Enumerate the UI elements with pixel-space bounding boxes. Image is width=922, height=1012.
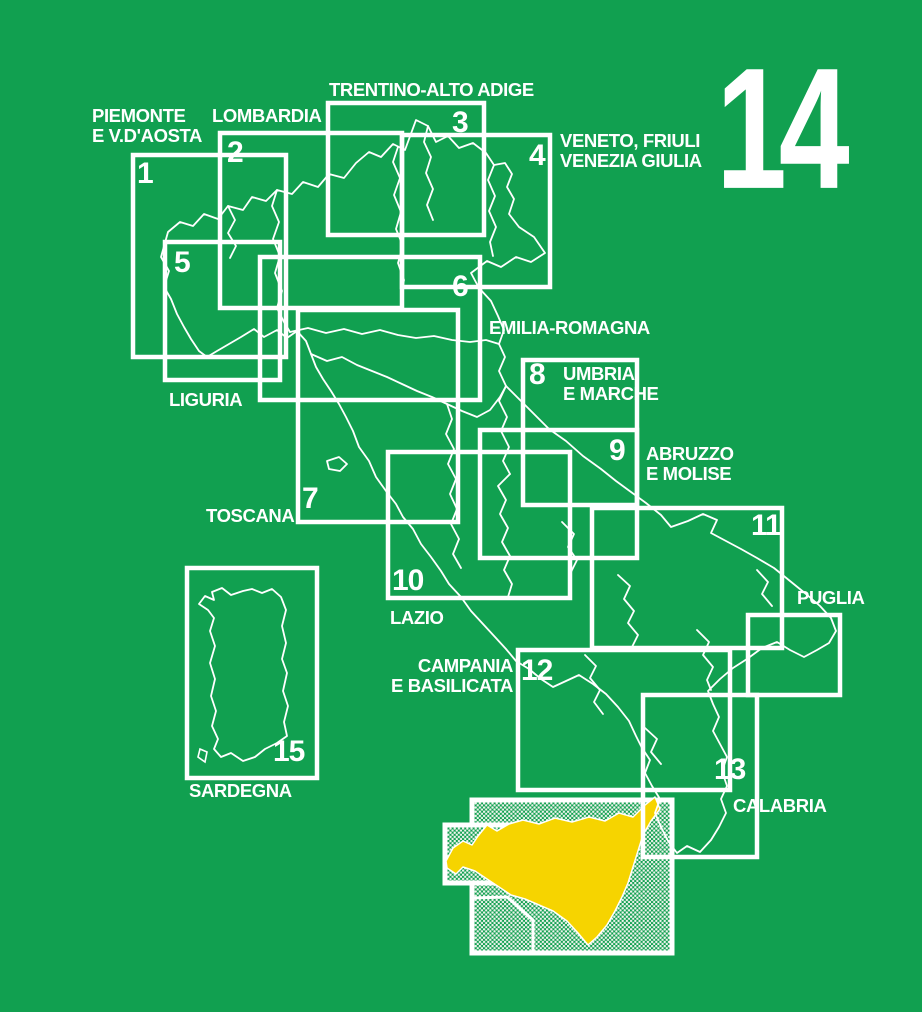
sicily-shape bbox=[445, 796, 661, 946]
region-label-line: TRENTINO-ALTO ADIGE bbox=[329, 79, 534, 100]
sheet-number-2: 2 bbox=[227, 136, 244, 169]
region-label-lazio: LAZIO bbox=[390, 608, 444, 628]
sheet-rect-9 bbox=[477, 427, 640, 561]
region-border bbox=[696, 629, 714, 691]
sheet-rect-5 bbox=[162, 239, 283, 383]
region-label-line: E BASILICATA bbox=[391, 675, 513, 696]
region-label-line: LIGURIA bbox=[169, 389, 243, 410]
region-label-line: VENEZIA GIULIA bbox=[560, 150, 702, 171]
region-label-line: E MARCHE bbox=[563, 383, 659, 404]
sheet-rect-3 bbox=[325, 100, 487, 238]
region-label-line: SARDEGNA bbox=[189, 780, 292, 801]
region-label-puglia: PUGLIA bbox=[797, 588, 865, 608]
region-label-liguria: LIGURIA bbox=[169, 389, 243, 410]
sheet-rect-7 bbox=[295, 307, 461, 525]
region-label-line: ABRUZZO bbox=[646, 443, 734, 464]
region-label-line: EMILIA-ROMAGNA bbox=[489, 317, 650, 338]
sheet-number-9: 9 bbox=[609, 434, 626, 467]
region-label-line: E MOLISE bbox=[646, 463, 732, 484]
sicily-inset-divider bbox=[471, 895, 535, 951]
sheet-number-13: 13 bbox=[714, 753, 746, 786]
region-border bbox=[584, 654, 604, 715]
region-label-line: CALABRIA bbox=[733, 795, 827, 816]
sheet-number-7: 7 bbox=[302, 482, 319, 515]
sheet-number-6: 6 bbox=[452, 270, 469, 303]
region-label-line: UMBRIA bbox=[563, 363, 635, 384]
sheet-number-10: 10 bbox=[392, 564, 424, 597]
region-border bbox=[617, 574, 639, 648]
region-border bbox=[289, 327, 500, 345]
sheet-rect-12 bbox=[515, 647, 733, 793]
region-label-lombardia: LOMBARDIA bbox=[212, 105, 322, 126]
region-label-toscana: TOSCANA bbox=[206, 505, 295, 526]
sheet-rect-10 bbox=[385, 449, 573, 601]
sheet-number-15: 15 bbox=[273, 735, 305, 768]
region-label-line: PIEMONTE bbox=[92, 105, 186, 126]
region-border bbox=[497, 473, 513, 598]
region-label-line: E V.D'AOSTA bbox=[92, 125, 202, 146]
sheet-number-1: 1 bbox=[137, 157, 154, 190]
region-label-line: LOMBARDIA bbox=[212, 105, 322, 126]
sheet-number-4: 4 bbox=[529, 139, 546, 172]
sheet-number-3: 3 bbox=[452, 106, 469, 139]
region-border bbox=[310, 353, 507, 418]
region-border bbox=[227, 205, 237, 259]
sheet-number-8: 8 bbox=[529, 358, 546, 391]
region-border bbox=[423, 125, 434, 221]
italy-coastline bbox=[160, 119, 837, 854]
region-border bbox=[326, 456, 348, 472]
region-label-line: VENETO, FRIULI bbox=[560, 130, 701, 151]
region-label-trentino: TRENTINO-ALTO ADIGE bbox=[329, 80, 534, 100]
region-label-sardegna: SARDEGNA bbox=[189, 781, 292, 801]
salento-inset-rect bbox=[745, 612, 843, 698]
region-label-line: CAMPANIA bbox=[417, 655, 514, 676]
sardinia-islet-outline bbox=[197, 747, 208, 764]
sheet-rect-6 bbox=[257, 254, 483, 403]
region-label-line: LAZIO bbox=[390, 607, 444, 628]
region-label-calabria: CALABRIA bbox=[733, 795, 827, 816]
region-border bbox=[644, 727, 662, 765]
region-border bbox=[445, 403, 462, 569]
sheet-rect-4 bbox=[399, 132, 553, 290]
sardinia-outline bbox=[198, 587, 289, 762]
sheet-number-12: 12 bbox=[521, 654, 553, 687]
region-label-line: PUGLIA bbox=[797, 587, 865, 608]
sheet-number-5: 5 bbox=[174, 246, 191, 279]
region-label-line: TOSCANA bbox=[206, 505, 295, 526]
region-border bbox=[487, 164, 497, 257]
sheet-rect-2 bbox=[217, 130, 405, 311]
region-label-emilia: EMILIA-ROMAGNA bbox=[489, 318, 650, 338]
sheet-rect-13 bbox=[640, 692, 760, 860]
cover-number: 14 bbox=[716, 33, 850, 226]
sheet-number-11: 11 bbox=[751, 509, 782, 542]
region-border bbox=[756, 569, 773, 607]
sheet-rect-15 bbox=[184, 565, 320, 781]
